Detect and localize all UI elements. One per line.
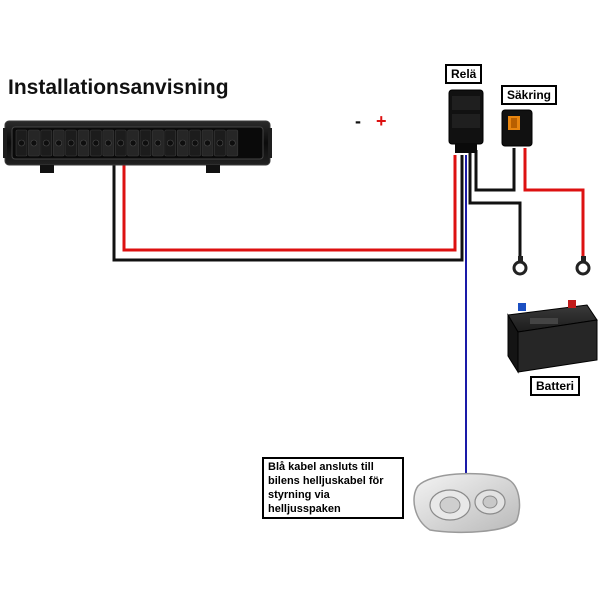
relay-to-fuse-wire [474,148,516,192]
led-lens [142,139,149,147]
negative-symbol: - [355,111,361,131]
relay-ground-wire [468,150,522,258]
led-lens [204,139,211,147]
relay-label: Relä [445,64,483,84]
led-lens [229,139,236,147]
led-lens [30,139,38,147]
battery [507,300,598,374]
led-positive-wire [122,155,457,252]
led-lens [55,139,63,147]
led-lens [105,139,112,147]
led-lens [191,139,199,147]
led-lens [216,139,224,147]
led-cells [15,129,239,157]
battery-label: Batteri [530,376,581,396]
fuse-holder [501,109,533,147]
led-light-bar [3,120,272,173]
ring-terminal-negative [512,256,528,276]
led-lens [154,139,162,147]
led-lens [18,139,25,147]
fuse-label: Säkring [501,85,558,105]
led-lens [92,139,100,147]
led-lens [167,139,174,147]
headlight [413,472,521,534]
ring-terminal-positive [575,256,591,276]
led-lens [179,139,186,147]
page-title: Installationsanvisning [8,76,229,99]
led-lens [80,139,87,147]
led-lens [129,139,137,147]
led-lens [117,139,124,147]
led-lens [42,139,50,147]
fuse-to-battery-wire [523,148,585,258]
led-negative-wire [112,155,464,262]
wires [112,148,585,480]
control-wire-note: Blå kabel ansluts till bilens helljuskab… [262,457,404,519]
positive-symbol: + [376,111,387,131]
relay [448,89,484,153]
led-lens [67,139,75,147]
